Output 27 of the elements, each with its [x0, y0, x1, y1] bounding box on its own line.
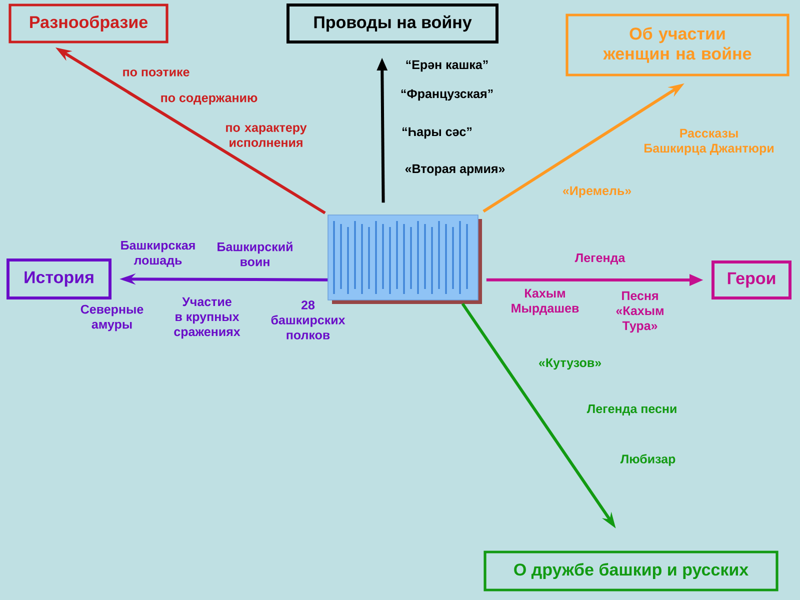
topic-box: Проводы на войну	[286, 4, 498, 44]
topic-box: О дружбе башкир и русских	[484, 550, 778, 592]
item-label: Любизар	[620, 454, 676, 466]
item-label: “Ерән кашка”	[406, 60, 488, 72]
item-label: Башкирский воин	[218, 242, 292, 266]
item-label: по характеру исполнения	[226, 125, 307, 147]
central-block	[328, 214, 482, 304]
item-label: Рассказы Башкирца Джантюри	[644, 128, 774, 156]
item-label: «Вторая армия»	[405, 164, 505, 176]
item-label: Башкирская лошадь	[121, 240, 195, 268]
item-label: по содержанию	[161, 95, 258, 105]
item-label: «Иремель»	[563, 186, 632, 198]
item-label: “Һары сәс”	[402, 127, 472, 139]
item-label: Кахым Мырдашев	[512, 288, 579, 316]
topic-box: Об участии женщин на войне	[566, 14, 790, 76]
topic-box: Разнообразие	[8, 4, 168, 44]
item-label: Песня «Кахым Тура»	[616, 291, 664, 333]
item-label: «Кутузов»	[539, 358, 601, 370]
topic-box: Герои	[712, 260, 792, 300]
item-label: 28 башкирских полков	[271, 300, 346, 340]
item-label: Легенда песни	[586, 404, 676, 416]
item-label: по поэтике	[123, 70, 190, 76]
item-label: Северные амуры	[80, 304, 144, 332]
topic-box: История	[6, 258, 112, 300]
item-label: Участие в крупных сражениях	[174, 297, 240, 339]
item-label: “Французская”	[401, 89, 493, 101]
item-label: Легенда	[574, 253, 626, 265]
